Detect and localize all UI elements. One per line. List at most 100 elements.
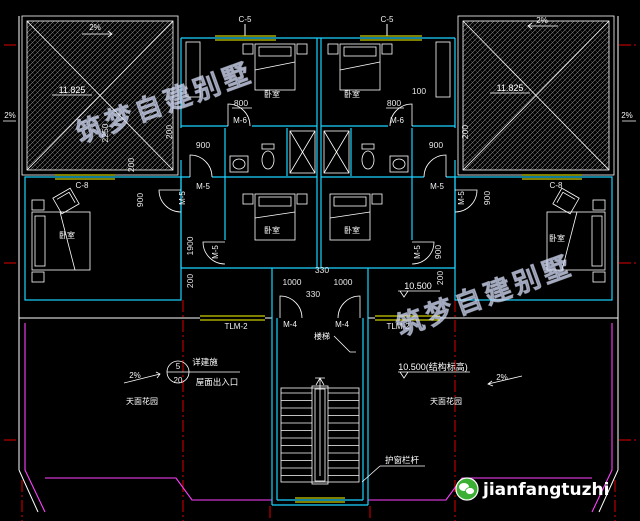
callout-number-top: 5 <box>176 362 181 371</box>
elevation-roof-left: 11.825 <box>59 85 86 95</box>
sink-left <box>229 155 249 173</box>
bed-upper-right <box>327 43 393 91</box>
dimension-label: 200 <box>460 125 470 139</box>
door-middle-bedroom-left <box>202 241 226 265</box>
door-label: M-5 <box>413 245 422 259</box>
door-middle-bedroom-right <box>411 241 435 265</box>
bed-middle-right <box>329 193 383 241</box>
wardrobe-upper-left <box>185 41 201 98</box>
interior-walls <box>24 37 613 506</box>
door-side-bedroom-right <box>454 189 478 213</box>
window-label-c5-right: C-5 <box>381 15 394 24</box>
dimension-label: 1900 <box>185 236 195 255</box>
door-label: M-5 <box>178 191 187 205</box>
dimension-label: 1000 <box>334 277 353 287</box>
door-m6-right <box>389 103 413 127</box>
door-label: M-5 <box>211 245 220 259</box>
door-side-bedroom-left <box>158 189 182 213</box>
callout-note-line2: 屋面出入口 <box>196 377 239 388</box>
room-label-bedroom: 卧室 <box>264 89 280 99</box>
elevation-stair-landing: 10.500 <box>404 281 432 291</box>
door-m4-right <box>337 295 361 319</box>
callout-note-line1: 详建施 <box>192 357 218 368</box>
window-label-tlm2-left: TLM-2 <box>224 322 248 331</box>
roof-right <box>457 15 615 176</box>
room-label-roof-garden: 天面花园 <box>430 396 462 406</box>
room-label-bedroom: 卧室 <box>344 225 360 235</box>
armchair-left <box>52 187 80 215</box>
windows <box>55 35 582 503</box>
bathroom-right-fixtures <box>361 143 409 173</box>
door-label: M-6 <box>233 116 247 125</box>
dimension-label: 2250 <box>100 123 110 142</box>
dimension-label: 800 <box>387 98 401 108</box>
building-outline <box>18 16 619 513</box>
armchair-right <box>552 187 580 215</box>
window-stair <box>295 497 345 503</box>
window-c8-left <box>55 174 115 180</box>
dimension-label: 900 <box>482 191 492 205</box>
stair-up-arrow <box>315 377 325 476</box>
room-label-stair: 楼梯 <box>314 331 330 341</box>
window-label-c8-left: C-8 <box>76 181 89 190</box>
dimension-label: 1000 <box>283 277 302 287</box>
bed-side-left <box>31 199 91 283</box>
dimension-label: 200 <box>185 274 195 288</box>
window-c5-right <box>360 35 422 41</box>
wardrobe-upper-right <box>435 41 451 98</box>
dimension-label: 200 <box>126 158 136 172</box>
door-label: M-4 <box>283 320 297 329</box>
door-m4-left <box>279 295 303 319</box>
elevation-terrace: 10.500(结构标高) <box>398 361 468 372</box>
door-label: M-5 <box>196 182 210 191</box>
slope-label: 2% <box>4 111 16 120</box>
bed-middle-left <box>242 193 308 241</box>
window-c5-left <box>215 35 276 41</box>
callout-number-bottom: 20 <box>174 376 183 385</box>
closet-left <box>289 130 316 174</box>
staircase <box>280 377 360 485</box>
wechat-logo: jianfangtuzhi <box>455 477 609 501</box>
dimension-label: 800 <box>234 98 248 108</box>
door-hall-left <box>189 154 213 178</box>
door-label: M-5 <box>457 191 466 205</box>
annotation-leaders <box>3 22 636 483</box>
door-hall-right <box>423 154 447 178</box>
bathroom-left-fixtures <box>229 143 275 173</box>
dimension-label: 330 <box>306 289 320 299</box>
door-label: M-6 <box>390 116 404 125</box>
window-label-c8-right: C-8 <box>550 181 563 190</box>
room-label-bedroom: 卧室 <box>264 225 280 235</box>
sink-right <box>389 155 409 173</box>
door-label: M-4 <box>335 320 349 329</box>
dimension-label: 200 <box>435 271 445 285</box>
dimension-label: 900 <box>433 245 443 259</box>
dimension-label: 330 <box>315 265 329 275</box>
dimension-label: 900 <box>135 193 145 207</box>
window-tlm2-right <box>375 315 440 321</box>
railing-note: 护窗栏杆 <box>385 455 420 466</box>
slope-label: 2% <box>536 16 548 25</box>
dimension-label: 200 <box>164 125 174 139</box>
window-label-tlm2-right: TLM-2 <box>386 322 410 331</box>
slope-label: 2% <box>129 371 141 380</box>
room-label-bedroom: 卧室 <box>549 233 565 243</box>
axis-grid-lines <box>4 44 636 521</box>
elevation-roof-right: 11.825 <box>497 83 524 93</box>
window-c8-right <box>522 174 582 180</box>
toilet-right <box>361 143 375 150</box>
furniture <box>31 41 606 283</box>
parapet-lines <box>24 323 613 513</box>
door-m6-left <box>227 103 251 127</box>
slope-label: 2% <box>89 23 101 32</box>
bed-upper-left <box>242 43 308 91</box>
slope-label: 2% <box>496 373 508 382</box>
room-label-roof-garden: 天面花园 <box>126 396 158 406</box>
dimension-label: 100 <box>412 86 426 96</box>
closet-right <box>323 130 350 174</box>
dimension-label: 900 <box>429 140 443 150</box>
bed-side-right <box>546 199 606 283</box>
toilet-left <box>261 143 275 150</box>
window-label-c5-left: C-5 <box>239 15 252 24</box>
